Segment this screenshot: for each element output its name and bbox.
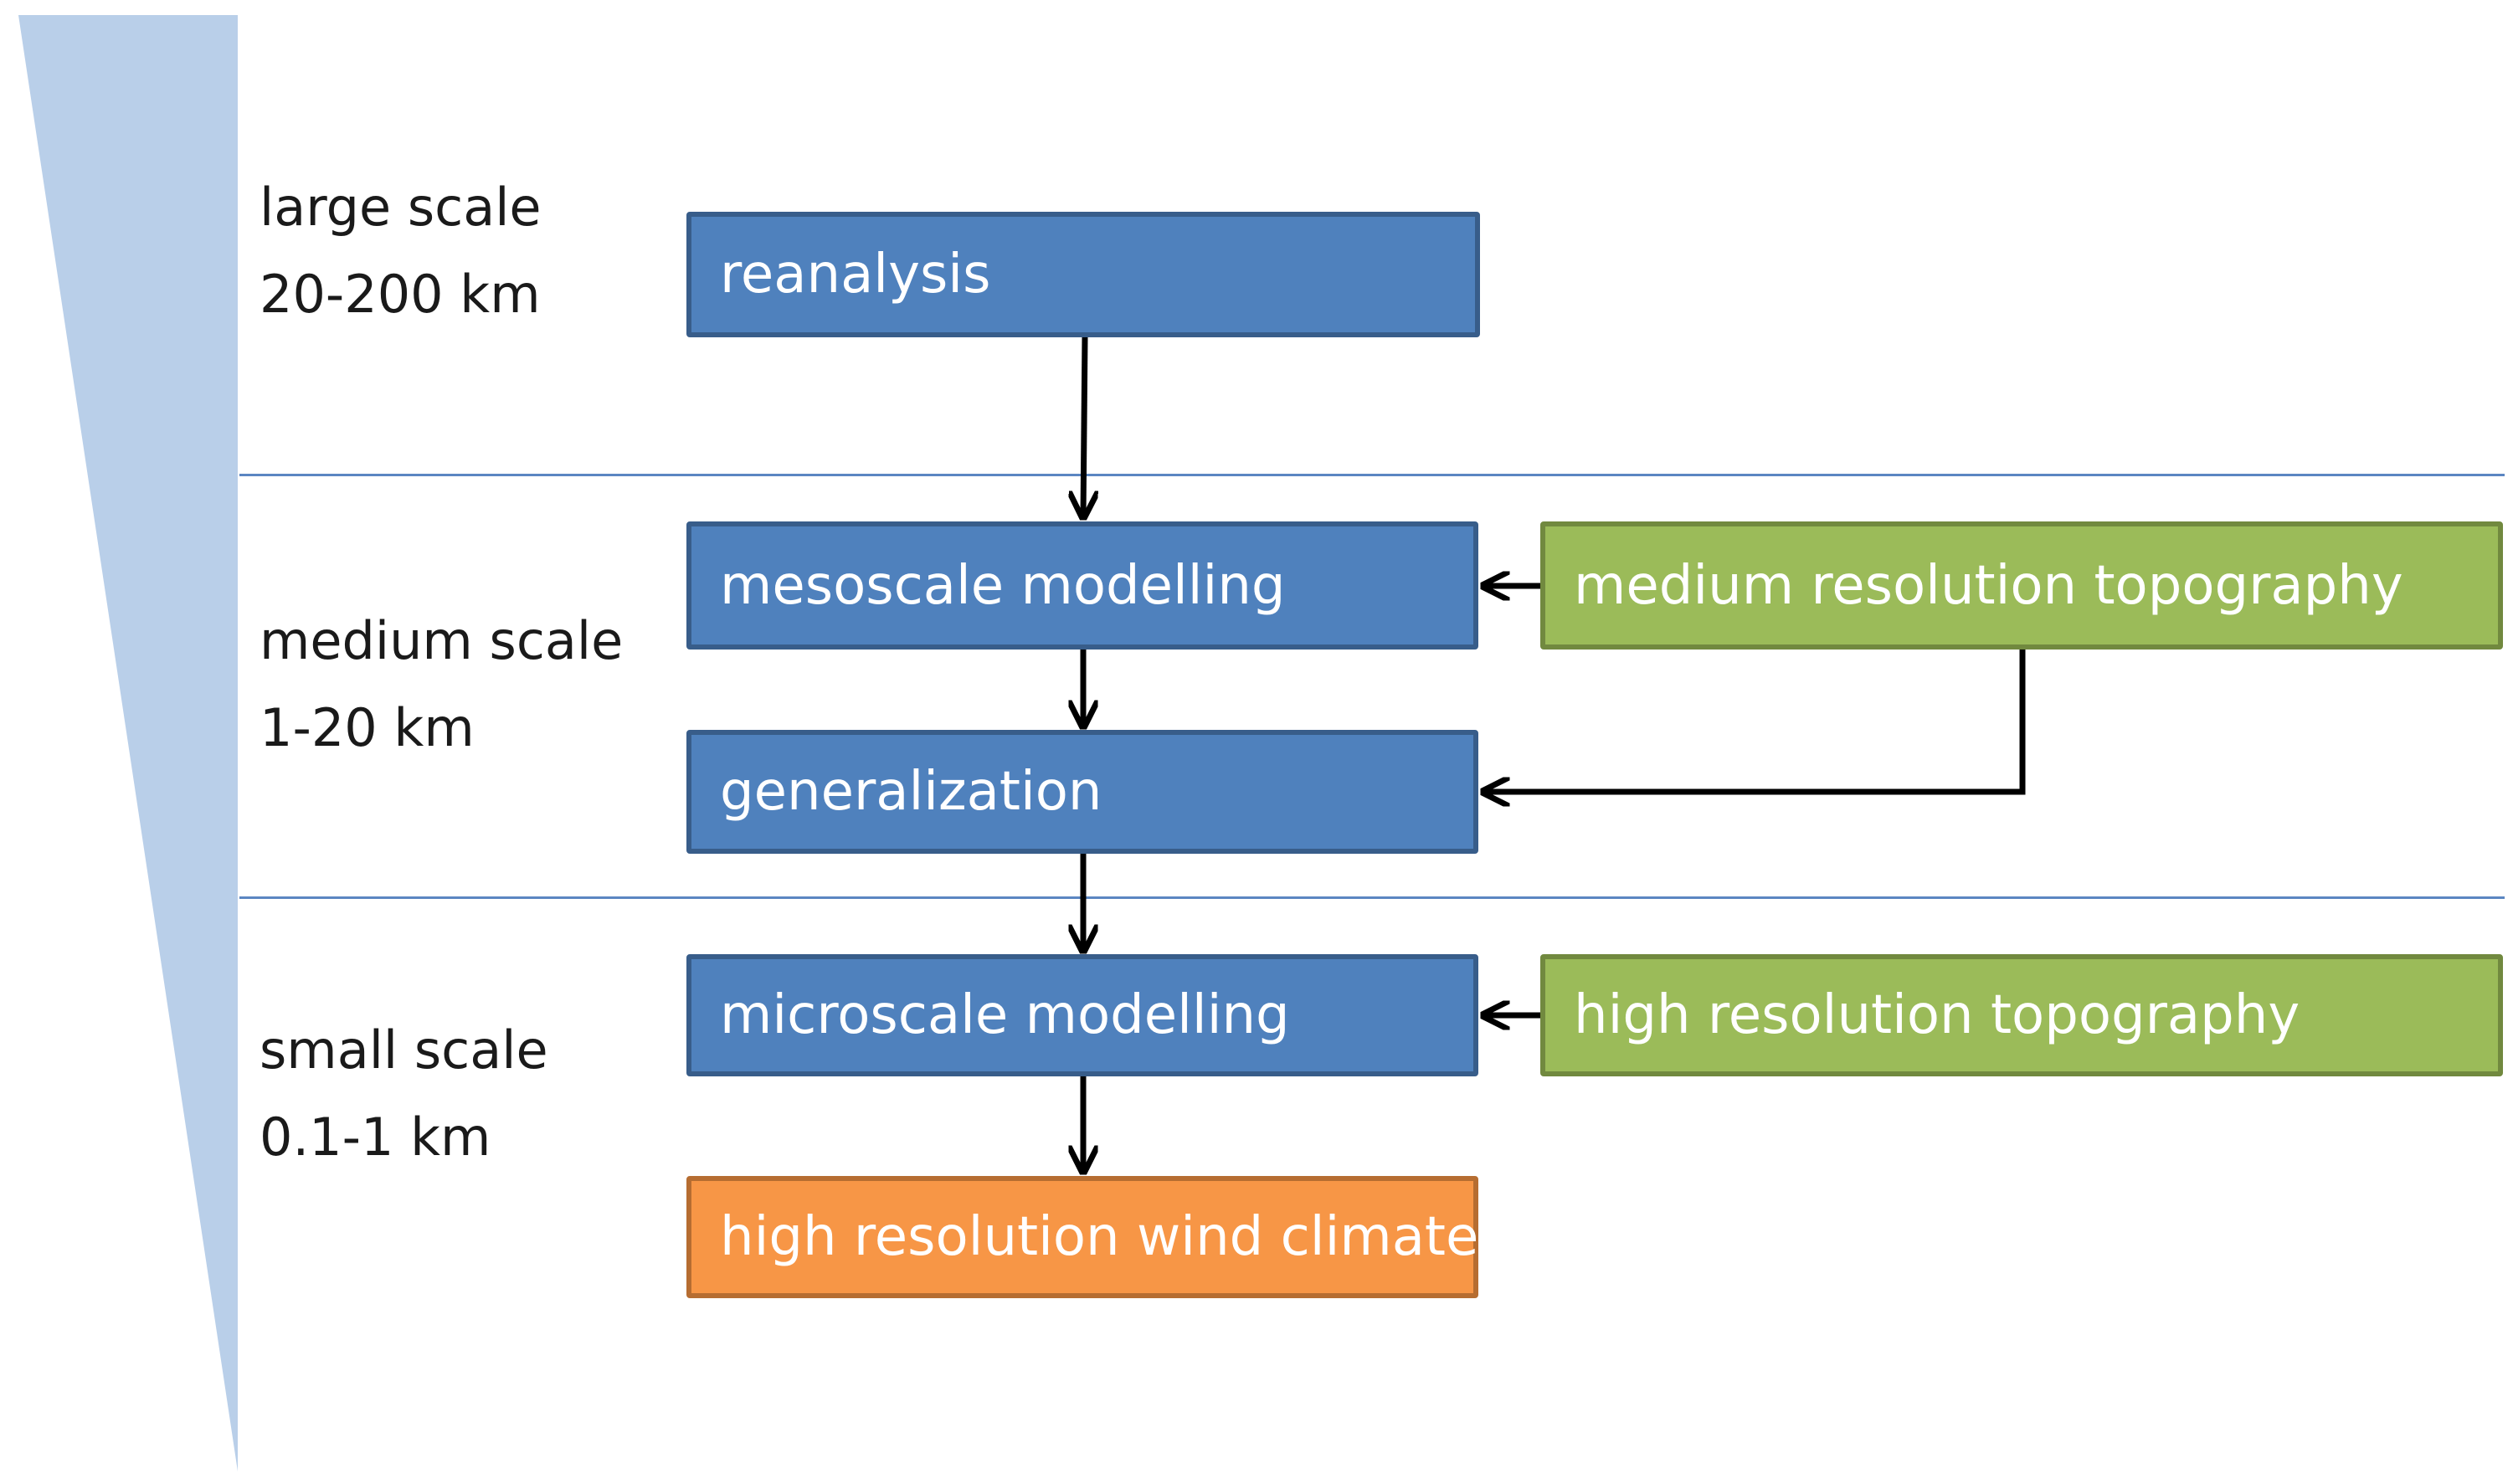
large-scale-range: 20-200 km: [260, 264, 541, 325]
arrow-medium-topo-to-generalization: [1483, 650, 2026, 792]
divider-medium-small: [239, 896, 2505, 899]
high-resolution-wind-climate-box: high resolution wind climate: [686, 1176, 1478, 1298]
high-resolution-topography-box: high resolution topography: [1540, 954, 2503, 1076]
reanalysis-box: reanalysis: [686, 212, 1480, 337]
small-scale-label: small scale 0.1-1 km: [260, 1007, 548, 1181]
scale-wedge: [18, 15, 238, 1471]
medium-resolution-topography-box: medium resolution topography: [1540, 521, 2503, 650]
large-scale-name: large scale: [260, 177, 542, 238]
divider-large-medium: [239, 474, 2505, 476]
mesoscale-modelling-box: mesoscale modelling: [686, 521, 1478, 650]
small-scale-range: 0.1-1 km: [260, 1107, 491, 1168]
medium-scale-label: medium scale 1-20 km: [260, 598, 623, 772]
large-scale-label: large scale 20-200 km: [260, 164, 542, 338]
medium-scale-range: 1-20 km: [260, 697, 475, 758]
microscale-modelling-box: microscale modelling: [686, 954, 1478, 1076]
small-scale-name: small scale: [260, 1019, 548, 1081]
arrow-reanalysis-to-mesoscale: [1083, 336, 1085, 517]
medium-scale-name: medium scale: [260, 610, 624, 671]
generalization-box: generalization: [686, 730, 1478, 854]
